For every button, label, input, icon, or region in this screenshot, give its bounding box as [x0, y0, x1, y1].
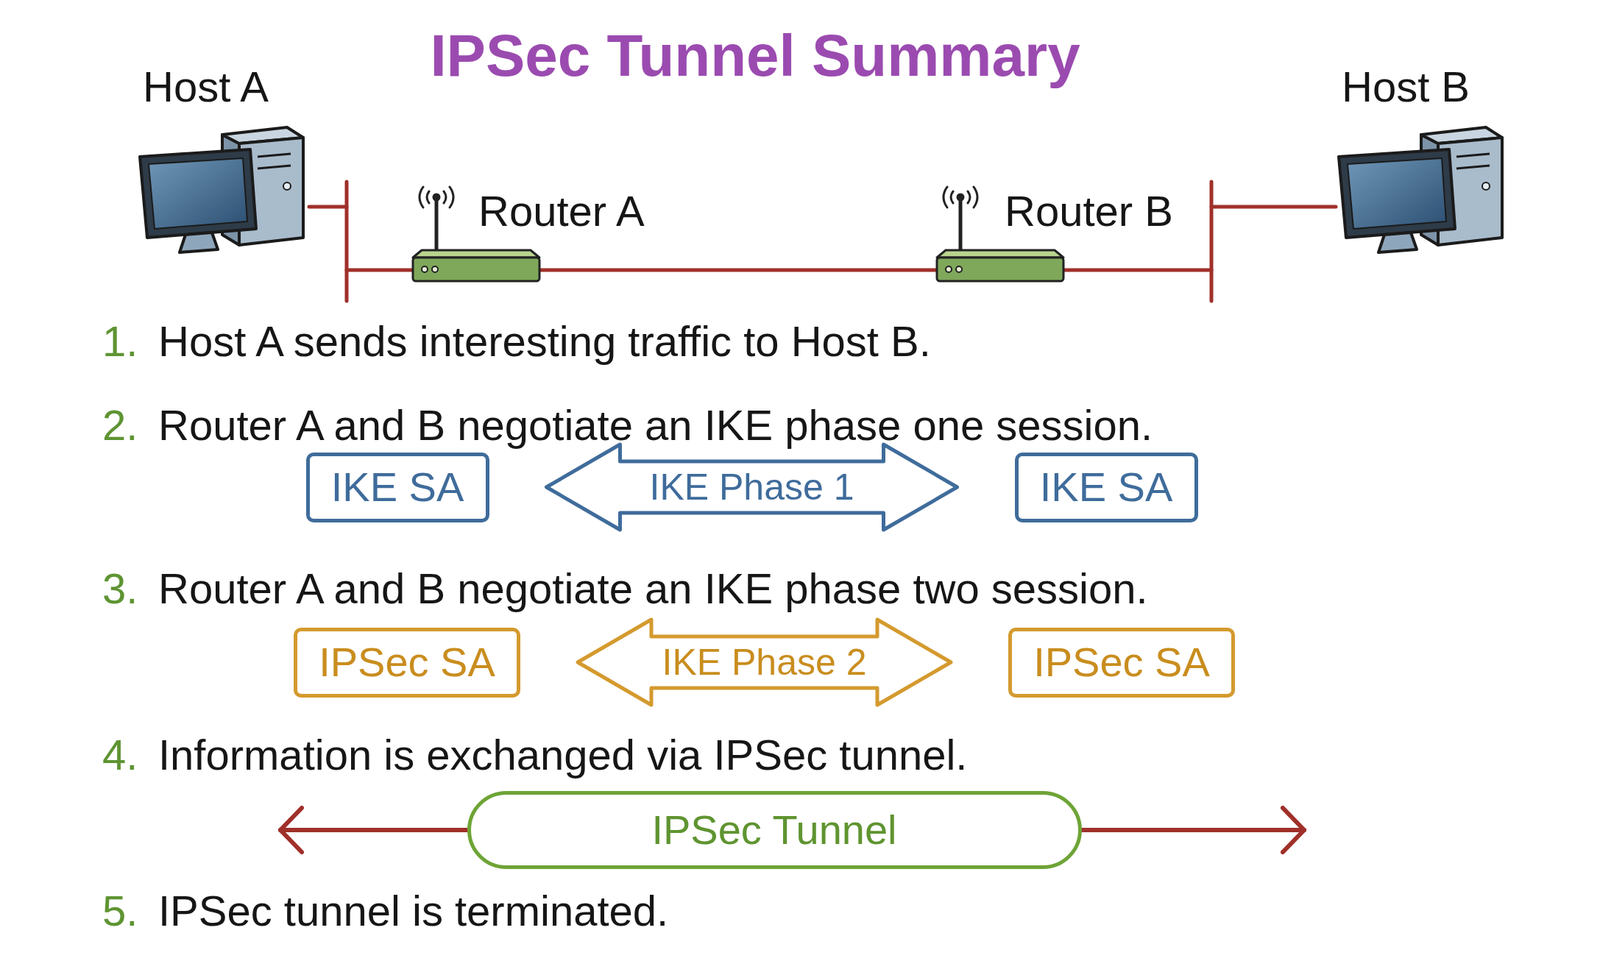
step-number: 1.	[102, 317, 138, 367]
arrow-line	[1081, 827, 1305, 833]
step-text-text: Information is exchanged via IPSec tunne…	[158, 730, 968, 779]
device-label: Host B	[1341, 62, 1470, 112]
step-number-text: 5.	[102, 886, 138, 935]
edge-label-text: IKE Phase 2	[662, 641, 867, 683]
arrow-head	[1282, 808, 1305, 853]
step-text: IPSec tunnel is terminated.	[158, 886, 669, 937]
power-button	[1482, 182, 1490, 190]
title-text: IPSec Tunnel Summary	[429, 22, 1080, 89]
arrow-line	[280, 827, 468, 833]
node-text: IKE SA	[1039, 463, 1174, 511]
router-light	[432, 266, 438, 273]
device-label: Router B	[1004, 186, 1174, 237]
sa-box: IPSec SA	[293, 627, 521, 698]
computer-icon	[1338, 127, 1503, 253]
wire	[1211, 205, 1336, 210]
edge-label: IKE Phase 1	[646, 467, 858, 508]
wire	[309, 205, 347, 210]
step-text: Information is exchanged via IPSec tunne…	[158, 730, 968, 781]
step-text: Router A and B negotiate an IKE phase tw…	[158, 564, 1149, 614]
step-number: 4.	[102, 730, 138, 781]
step-number-text: 1.	[102, 317, 138, 366]
step-number: 2.	[102, 401, 138, 451]
power-button	[283, 182, 291, 190]
monitor-frame	[1338, 149, 1456, 238]
step-text-text: IPSec tunnel is terminated.	[158, 886, 669, 935]
sa-box: IPSec SA	[1008, 627, 1235, 698]
router-light	[956, 266, 962, 273]
router-body	[412, 257, 540, 282]
router-light	[945, 266, 952, 273]
node-text: IPSec SA	[318, 638, 496, 686]
monitor-screen	[1347, 158, 1447, 229]
step-text-text: Host A sends interesting traffic to Host…	[158, 317, 932, 366]
antenna-tip	[433, 194, 440, 201]
antenna	[434, 198, 439, 251]
device-label-text: Host B	[1341, 62, 1470, 111]
sa-box: IKE SA	[1014, 452, 1199, 523]
step-text: Router A and B negotiate an IKE phase on…	[158, 401, 1153, 451]
wire	[1063, 268, 1212, 273]
step-number: 3.	[102, 564, 138, 614]
device-label: Host A	[142, 62, 269, 112]
antenna-tip	[957, 194, 964, 201]
network-wires	[309, 181, 1336, 302]
edge-label-text: IKE Phase 1	[649, 466, 855, 508]
router-light	[421, 266, 428, 273]
monitor-stand	[179, 232, 218, 253]
wire	[346, 268, 413, 273]
step-text-text: Router A and B negotiate an IKE phase tw…	[158, 564, 1149, 613]
diagram-title: IPSec Tunnel Summary	[429, 22, 1080, 90]
step-number: 5.	[102, 886, 138, 937]
node-text: IKE SA	[331, 463, 465, 511]
edge-label: IKE Phase 2	[659, 642, 870, 683]
drive-slot	[257, 153, 291, 169]
node-text: IPSec Tunnel	[651, 806, 897, 854]
monitor-stand	[1378, 232, 1417, 253]
antenna	[958, 198, 963, 251]
monitor-screen	[148, 158, 248, 229]
sa-box: IKE SA	[306, 452, 490, 523]
drive-slot	[1456, 153, 1490, 169]
segment-bar	[345, 181, 349, 302]
step-text-text: Router A and B negotiate an IKE phase on…	[158, 401, 1153, 449]
arrow-head	[280, 808, 302, 853]
router-body	[936, 257, 1064, 282]
step-number-text: 2.	[102, 401, 138, 449]
node-text: IPSec SA	[1033, 638, 1210, 686]
step-text: Host A sends interesting traffic to Host…	[158, 317, 932, 367]
step-number-text: 3.	[102, 564, 138, 613]
phase-arrow	[546, 444, 958, 530]
tunnel-box: IPSec Tunnel	[467, 791, 1082, 870]
device-label-text: Router A	[478, 186, 645, 235]
phase-arrow	[577, 619, 951, 706]
device-label-text: Host A	[142, 62, 269, 111]
wire	[539, 268, 937, 273]
segment-bar	[1209, 181, 1214, 302]
monitor-frame	[139, 149, 257, 238]
device-label: Router A	[478, 186, 645, 237]
step-number-text: 4.	[102, 730, 138, 779]
computer-icon	[139, 127, 304, 253]
device-label-text: Router B	[1004, 186, 1174, 235]
